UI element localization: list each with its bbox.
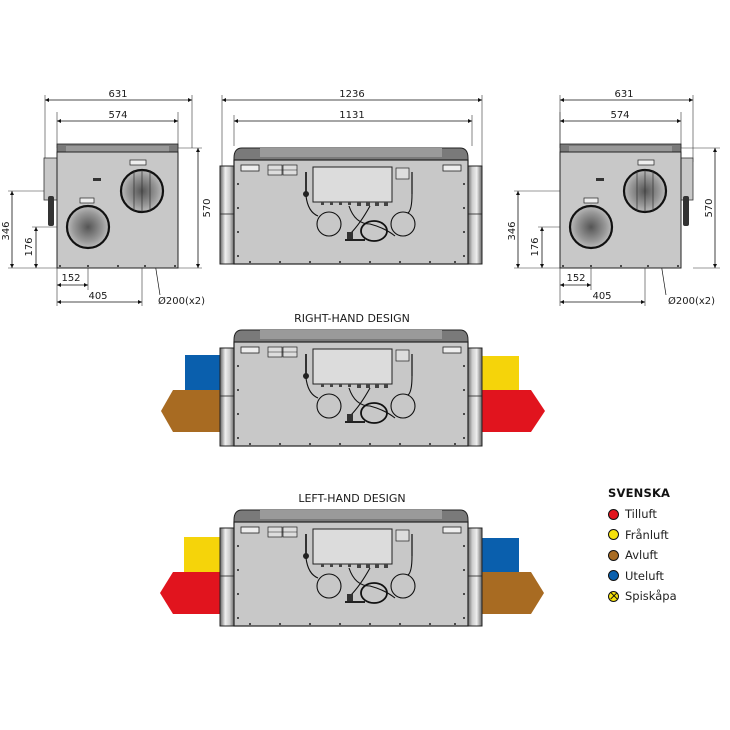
avluft-outlet-arrow — [161, 390, 222, 432]
red-circle-icon — [608, 508, 619, 520]
dim-body-width: 574 — [108, 110, 127, 121]
dim-body-width: 574 — [610, 110, 629, 121]
dim-height: 570 — [202, 198, 213, 217]
dim-body-length: 1131 — [339, 110, 364, 121]
legend-label: Tilluft — [625, 507, 657, 522]
dim-overall-width: 631 — [614, 89, 633, 100]
franluft-inlet-arrow — [184, 537, 222, 572]
legend-label: Frånluft — [625, 527, 669, 542]
right-hand-design-title: RIGHT-HAND DESIGN — [294, 312, 410, 325]
side-view-left: 631 574 570 346 176 152 405 Ø200(x2) — [1, 89, 213, 307]
legend-item-avluft: Avluft — [608, 545, 728, 566]
side-view-right: 631 574 570 346 176 152 405 Ø200(x2) — [507, 89, 720, 307]
legend-title: SVENSKA — [608, 486, 671, 500]
tilluft-outlet-arrow — [160, 572, 222, 614]
dim-upper-duct-height: 346 — [1, 221, 12, 240]
legend-item-spiskapa: Spiskåpa — [608, 586, 728, 607]
dim-lower-duct-offset: 152 — [566, 273, 585, 284]
legend: SVENSKA Tilluft Frånluft Avluft Uteluft … — [608, 486, 728, 607]
brown-circle-icon — [608, 549, 619, 561]
legend-label: Uteluft — [625, 568, 664, 583]
dim-overall-length: 1236 — [339, 89, 364, 100]
yellow-crossed-circle-icon — [608, 590, 619, 602]
dim-lower-duct-height: 176 — [530, 237, 541, 256]
dim-lower-duct-height: 176 — [24, 237, 35, 256]
uteluft-inlet-arrow — [482, 538, 519, 572]
legend-item-uteluft: Uteluft — [608, 566, 728, 587]
dim-duct-diameter: Ø200(x2) — [668, 295, 715, 307]
dim-upper-duct-offset: 405 — [88, 291, 107, 302]
left-hand-design-title: LEFT-HAND DESIGN — [298, 492, 405, 505]
dim-overall-width: 631 — [108, 89, 127, 100]
dim-lower-duct-offset: 152 — [61, 273, 80, 284]
avluft-outlet-arrow — [482, 572, 544, 614]
dim-duct-diameter: Ø200(x2) — [158, 295, 205, 307]
dim-height: 570 — [704, 198, 715, 217]
dim-upper-duct-offset: 405 — [592, 291, 611, 302]
legend-label: Spiskåpa — [625, 589, 677, 604]
yellow-circle-icon — [608, 529, 619, 541]
legend-item-franluft: Frånluft — [608, 525, 728, 546]
tilluft-outlet-arrow — [482, 390, 545, 432]
right-hand-design: RIGHT-HAND DESIGN — [161, 312, 545, 447]
front-view: 1236 1131 — [219, 89, 483, 265]
left-hand-design: LEFT-HAND DESIGN — [160, 492, 544, 627]
blue-circle-icon — [608, 570, 619, 582]
legend-item-tilluft: Tilluft — [608, 504, 728, 525]
franluft-inlet-arrow — [482, 356, 519, 390]
legend-label: Avluft — [625, 548, 658, 563]
uteluft-inlet-arrow — [185, 355, 222, 390]
dim-upper-duct-height: 346 — [507, 221, 518, 240]
